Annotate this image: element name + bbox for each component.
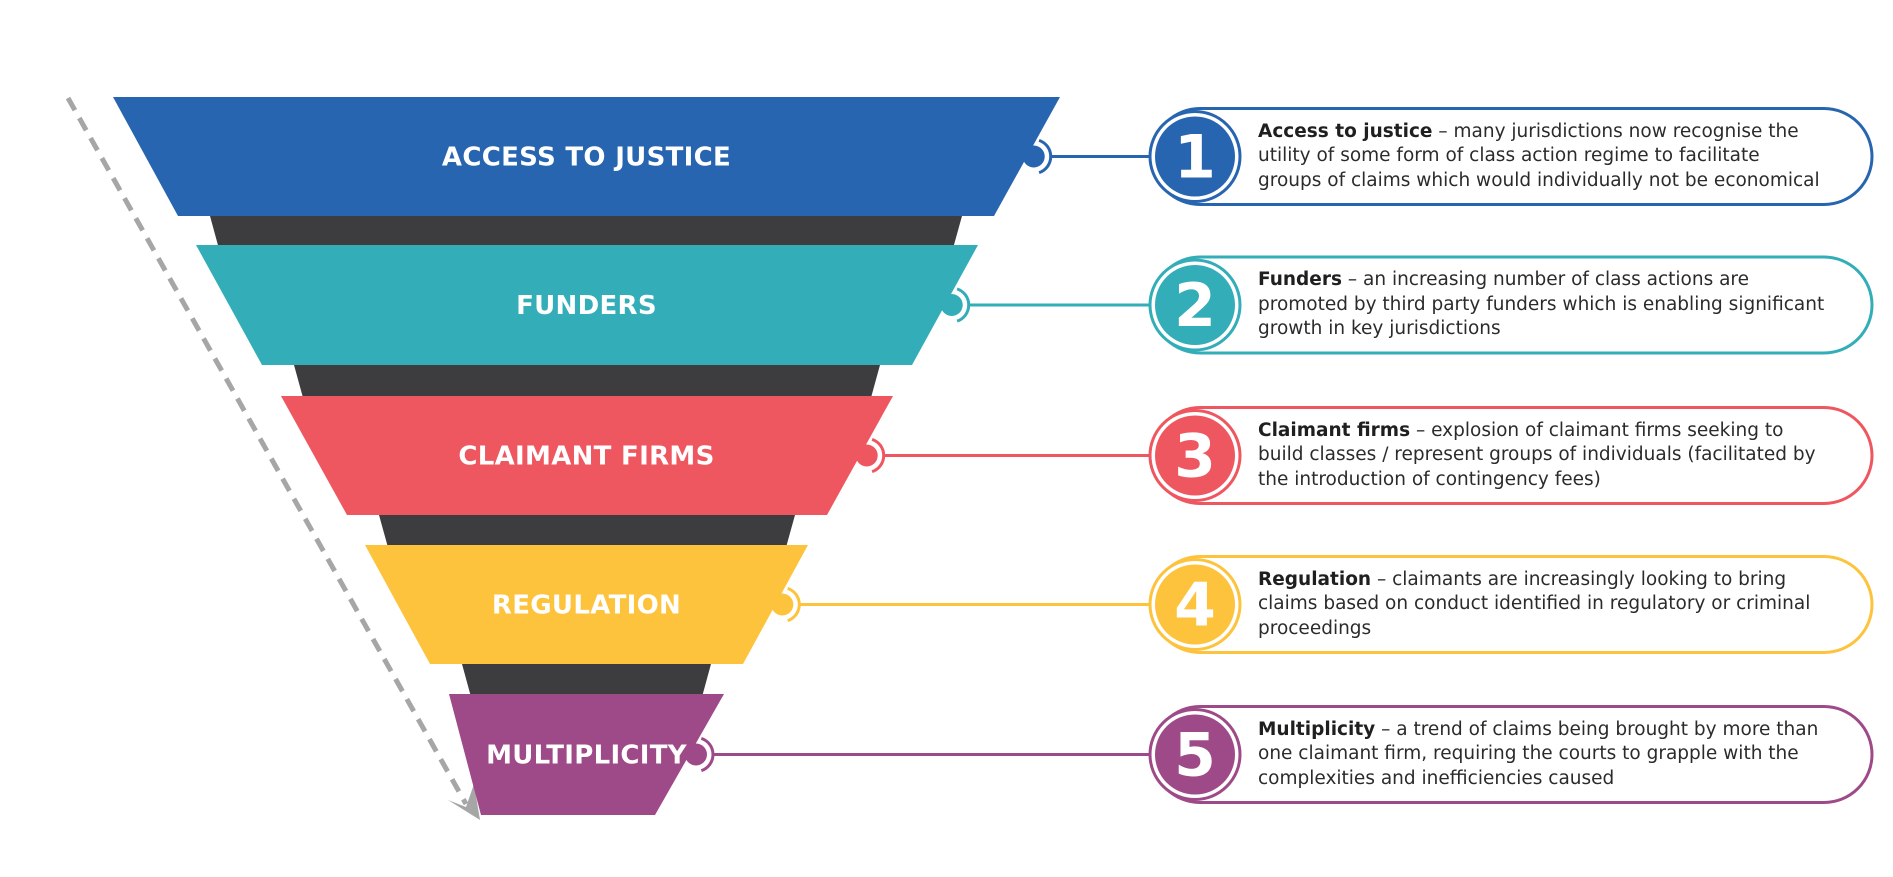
card-separator: – (1410, 419, 1432, 441)
card-paragraph: Access to justice – many jurisdictions n… (1258, 120, 1828, 194)
card-description: explosion of claimant firms seeking to b… (1258, 419, 1816, 490)
card-text-1: Access to justice – many jurisdictions n… (1258, 112, 1828, 202)
card-description: a trend of claims being brought by more … (1258, 718, 1819, 789)
downward-arrow (65, 96, 480, 820)
card-separator: – (1371, 568, 1393, 590)
card-text-4: Regulation – claimants are increasingly … (1258, 560, 1828, 650)
funnel-layers: ACCESS TO JUSTICE FUNDERS CLAIMANT FIRMS RE… (113, 97, 1060, 815)
leader-bracket-5 (700, 736, 715, 773)
card-heading: Claimant firms (1258, 419, 1411, 441)
card-separator: – (1375, 718, 1397, 740)
badge-number-2: 2 (1174, 271, 1216, 341)
leader-bracket-3 (871, 437, 886, 474)
card-heading: Multiplicity (1258, 718, 1376, 740)
leader-dot-3 (855, 444, 878, 467)
badge-circle-5 (1155, 714, 1235, 795)
funnel-layer-4 (365, 545, 808, 664)
card-separator: – (1432, 120, 1454, 142)
card-heading: Funders (1258, 269, 1342, 291)
leader-bracket-4 (787, 586, 801, 623)
badge-circle-2 (1155, 265, 1235, 345)
card-heading: Regulation (1258, 568, 1372, 590)
card-paragraph: Funders – an increasing number of class … (1258, 268, 1828, 342)
card-paragraph: Regulation – claimants are increasingly … (1258, 568, 1828, 642)
arrow-head (448, 784, 480, 820)
arrow-shaft (65, 96, 469, 806)
description-cards: 1 2 3 4 5 (1148, 107, 1874, 804)
stage-title-1: ACCESS TO JUSTICE (442, 143, 731, 173)
leader-bracket-2 (956, 287, 971, 323)
badge-number-3: 3 (1174, 422, 1216, 492)
funnel-layer-1 (113, 97, 1060, 216)
funnel-layer-5 (449, 694, 724, 815)
funnel-connector (294, 365, 880, 396)
leader-dot-1 (1022, 145, 1045, 168)
card-heading: Access to justice (1258, 120, 1433, 142)
funnel-layer-3 (281, 396, 893, 515)
card-text-2: Funders – an increasing number of class … (1258, 260, 1828, 350)
card-text-3: Claimant firms – explosion of claimant f… (1258, 411, 1828, 501)
funnel-connector (462, 664, 711, 694)
funnel-layer-2 (196, 245, 978, 365)
card-description: claimants are increasingly looking to br… (1258, 568, 1811, 639)
card-text-5: Multiplicity – a trend of claims being b… (1258, 710, 1828, 800)
badge-number-5: 5 (1174, 721, 1216, 791)
leader-dot-5 (684, 743, 707, 766)
card-paragraph: Claimant firms – explosion of claimant f… (1258, 419, 1828, 493)
funnel-connectors (210, 216, 962, 694)
badge-number-1: 1 (1174, 123, 1216, 193)
stage-title-4: REGULATION (492, 591, 681, 621)
badge-circle-1 (1155, 116, 1235, 197)
card-separator: – (1341, 269, 1363, 291)
card-paragraph: Multiplicity – a trend of claims being b… (1258, 718, 1828, 792)
card-description: an increasing number of class actions ar… (1258, 269, 1825, 340)
leader-lines (684, 138, 1152, 773)
stage-title-2: FUNDERS (516, 291, 657, 321)
stage-title-3: CLAIMANT FIRMS (458, 442, 714, 472)
badge-number-4: 4 (1174, 571, 1216, 641)
card-description: many jurisdictions now recognise the uti… (1258, 120, 1820, 191)
badge-circle-4 (1155, 564, 1235, 645)
leader-dot-4 (771, 593, 794, 616)
leader-bracket-1 (1038, 138, 1053, 175)
stage-title-5: MULTIPLICITY (486, 741, 688, 771)
funnel-connector (379, 515, 795, 545)
badge-circle-3 (1155, 415, 1235, 496)
leader-dot-2 (940, 294, 963, 316)
funnel-connector (210, 216, 962, 245)
